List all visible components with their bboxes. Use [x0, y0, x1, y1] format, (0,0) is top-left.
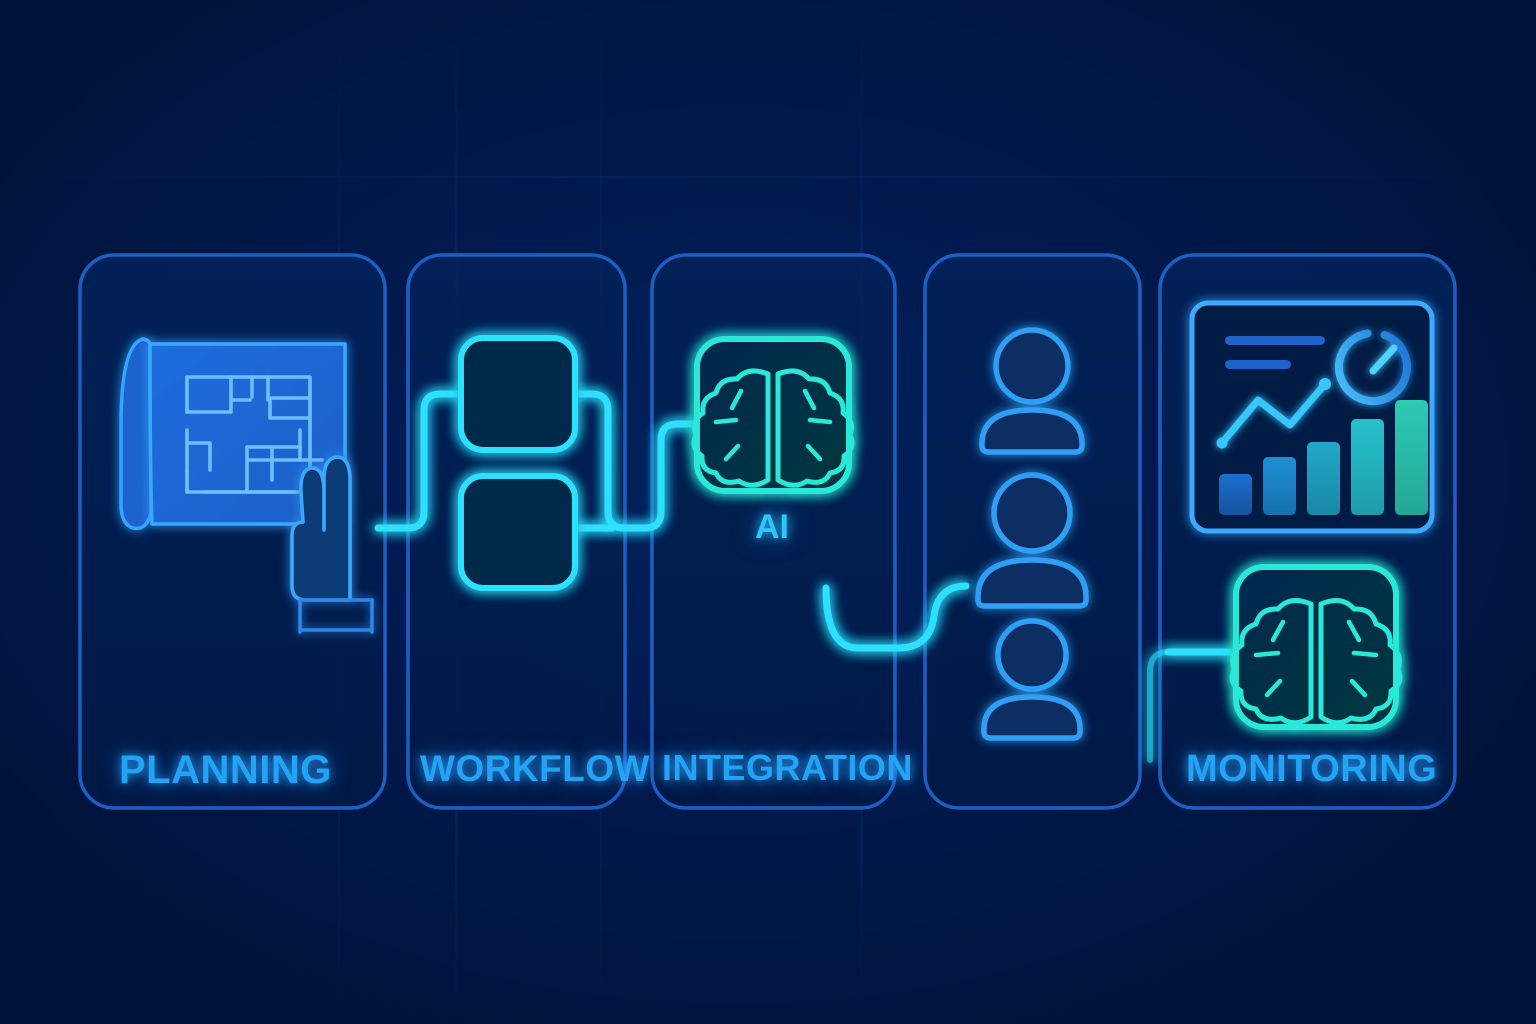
bar-series — [1219, 400, 1428, 515]
ai-brain-icon[interactable] — [691, 336, 855, 494]
panel-label-integration: INTEGRATION — [662, 747, 913, 788]
dashboard-headline-line — [1225, 336, 1325, 345]
trend-line — [1216, 378, 1331, 449]
panel-label-planning: PLANNING — [119, 748, 332, 792]
bar — [1307, 442, 1340, 515]
person-icon[interactable] — [979, 327, 1085, 455]
ai-brain-icon[interactable] — [1229, 564, 1403, 730]
connector-integration-to-team — [822, 582, 970, 652]
dashboard-subhead-line — [1225, 360, 1291, 369]
ai-badge-label: AI — [755, 508, 789, 546]
person-icon[interactable] — [975, 472, 1089, 609]
bar — [1395, 400, 1428, 515]
bar — [1219, 474, 1252, 515]
gauge-icon — [1335, 329, 1411, 405]
blueprint-hand-icon — [119, 337, 374, 634]
connector-planning-to-workflow — [374, 390, 465, 532]
bar — [1263, 457, 1296, 515]
dashboard-chart-icon[interactable] — [1189, 300, 1435, 534]
connector-team-to-monitoring — [1147, 648, 1240, 763]
bar — [1351, 419, 1384, 515]
panel-label-workflow: WORKFLOW — [420, 748, 651, 789]
panel-label-monitoring: MONITORING — [1186, 748, 1438, 790]
workflow-node-top[interactable] — [458, 335, 578, 453]
workflow-node-bottom[interactable] — [458, 473, 578, 591]
connector-workflow-to-integration — [571, 390, 701, 532]
person-icon[interactable] — [981, 618, 1083, 741]
